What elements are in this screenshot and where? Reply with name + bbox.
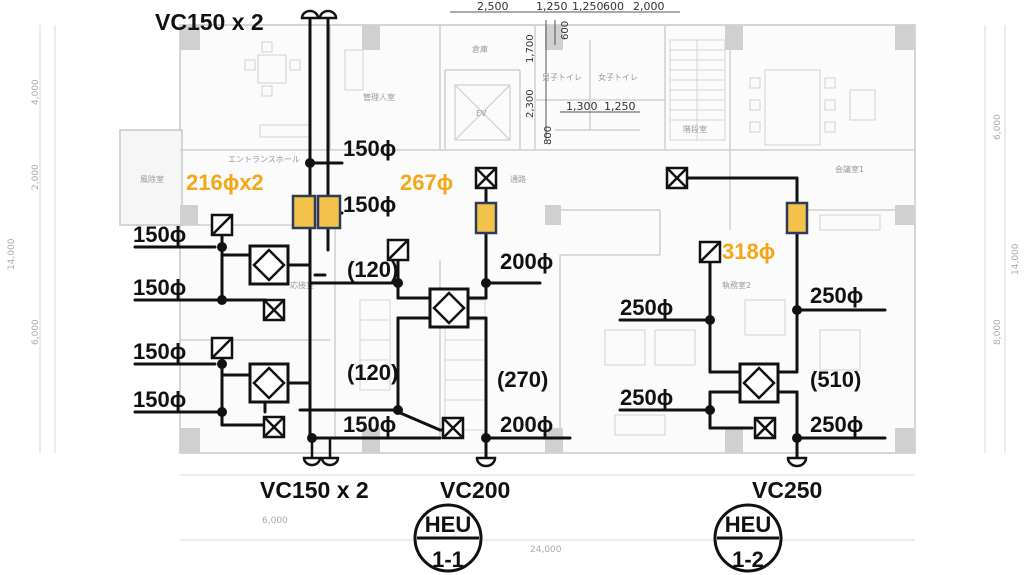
room-corridor: 通路 bbox=[510, 174, 526, 184]
shaft-left-a bbox=[291, 194, 317, 230]
duct-size-labels: 150ϕ 150ϕ 150ϕ 150ϕ 150ϕ 150ϕ (120) (120… bbox=[133, 136, 863, 437]
room-vestibule: 風除室 bbox=[140, 174, 164, 184]
label-150-left-b: 150ϕ bbox=[133, 275, 186, 300]
heu-1-2-bottom: 1-2 bbox=[732, 547, 764, 572]
cap-labels: VC150 x 2 VC150 x 2 VC200 VC250 bbox=[155, 9, 822, 503]
vent-cap-vc200 bbox=[475, 456, 497, 468]
grille-diagonal-3 bbox=[386, 238, 410, 262]
dim-small-2: 1,250 bbox=[604, 100, 636, 113]
dim-v-2: 600 bbox=[560, 21, 571, 40]
label-216x2: 216ϕx2 bbox=[186, 170, 264, 195]
shaft-left-b bbox=[316, 194, 342, 230]
grille-diagonal-4 bbox=[698, 240, 722, 264]
label-120-a: (120) bbox=[347, 257, 398, 282]
label-150-left-d: 150ϕ bbox=[133, 387, 186, 412]
dim-left-2: 2,000 bbox=[31, 164, 41, 190]
vent-cap-bottom-left bbox=[302, 438, 340, 467]
dim-v-1: 1,700 bbox=[525, 34, 536, 63]
plan-dimension-text: 2,500 1,250 1,250 600 2,000 1,700 600 2,… bbox=[7, 0, 1021, 555]
label-510: (510) bbox=[810, 367, 861, 392]
vent-caps bbox=[300, 9, 808, 468]
diagonal-grilles bbox=[210, 213, 722, 360]
room-entrance: エントランスホール bbox=[228, 155, 300, 164]
dim-top-2: 1,250 bbox=[536, 0, 568, 13]
vent-cap-vc250 bbox=[786, 456, 808, 468]
label-270: (270) bbox=[497, 367, 548, 392]
label-200-a: 200ϕ bbox=[500, 249, 553, 274]
label-120-b: (120) bbox=[347, 360, 398, 385]
room-meeting: 会議室1 bbox=[835, 164, 864, 174]
grille-cross-4 bbox=[474, 166, 498, 190]
dim-top-5: 2,000 bbox=[633, 0, 665, 13]
label-200-b: 200ϕ bbox=[500, 412, 553, 437]
vent-cap-top-left bbox=[300, 9, 338, 20]
dim-top-4: 600 bbox=[603, 0, 624, 13]
room-reception: 応接室 bbox=[290, 280, 314, 290]
label-vc250: VC250 bbox=[752, 477, 822, 503]
dim-small-1: 1,300 bbox=[566, 100, 598, 113]
dim-bottom-2: 24,000 bbox=[530, 545, 562, 555]
dim-top-1: 2,500 bbox=[477, 0, 509, 13]
label-250-c: 250ϕ bbox=[810, 283, 863, 308]
room-manager: 管理人室 bbox=[363, 92, 395, 102]
dim-left-3: 6,000 bbox=[31, 319, 41, 345]
furniture bbox=[244, 41, 881, 436]
heu-1-2: HEU 1-2 bbox=[713, 503, 783, 573]
shaft-middle bbox=[474, 201, 498, 235]
room-labels: 倉庫 男子トイレ 女子トイレ 管理人室 EV エントランスホール 風除室 通路 … bbox=[140, 44, 864, 290]
room-storage: 倉庫 bbox=[472, 44, 488, 54]
shaft-right bbox=[785, 201, 809, 235]
shaft-highlights bbox=[291, 194, 809, 235]
elevator bbox=[454, 84, 511, 141]
label-267: 267ϕ bbox=[400, 170, 453, 195]
dim-left-4: 14,000 bbox=[7, 238, 17, 270]
label-vc200: VC200 bbox=[440, 477, 510, 503]
building-columns bbox=[180, 25, 915, 453]
dim-v-3: 2,300 bbox=[525, 89, 536, 118]
grille-cross-1 bbox=[262, 298, 286, 322]
heu-1-1: HEU 1-1 bbox=[413, 503, 483, 573]
dimension-lines bbox=[39, 11, 1006, 541]
room-mens-toilet: 男子トイレ bbox=[542, 73, 582, 82]
label-vc150-top: VC150 x 2 bbox=[155, 9, 264, 35]
heat-exchanger-unit-lower-left bbox=[248, 362, 290, 404]
grille-cross-5 bbox=[665, 166, 689, 190]
dim-right-2: 8,000 bbox=[993, 319, 1003, 345]
grille-diagonal-1 bbox=[210, 213, 234, 237]
dim-bottom-1: 6,000 bbox=[262, 516, 288, 526]
label-150-mid: 150ϕ bbox=[343, 412, 396, 437]
room-stairs: 階段室 bbox=[683, 124, 707, 134]
crossed-grilles bbox=[262, 166, 777, 440]
label-318: 318ϕ bbox=[722, 239, 775, 264]
heu-1-1-top: HEU bbox=[425, 512, 471, 537]
heu-1-2-top: HEU bbox=[725, 512, 771, 537]
label-250-a: 250ϕ bbox=[620, 295, 673, 320]
label-250-d: 250ϕ bbox=[810, 412, 863, 437]
grille-diagonal-2 bbox=[210, 336, 234, 360]
label-250-b: 250ϕ bbox=[620, 385, 673, 410]
grille-cross-6 bbox=[753, 416, 777, 440]
label-150-left-c: 150ϕ bbox=[133, 339, 186, 364]
dim-right-1: 6,000 bbox=[993, 114, 1003, 140]
dim-top-3: 1,250 bbox=[572, 0, 604, 13]
heat-exchanger-unit-upper-left bbox=[248, 244, 290, 286]
room-womens-toilet: 女子トイレ bbox=[598, 72, 638, 82]
label-vc150-bottom: VC150 x 2 bbox=[260, 477, 369, 503]
dim-v-4: 800 bbox=[543, 126, 554, 145]
room-office: 執務室2 bbox=[722, 280, 751, 290]
heat-exchanger-unit-right bbox=[738, 362, 780, 404]
room-elevator: EV bbox=[476, 109, 487, 118]
dim-right-3: 14,000 bbox=[1011, 243, 1021, 275]
heu-1-1-bottom: 1-1 bbox=[432, 547, 464, 572]
grille-cross-2 bbox=[262, 415, 286, 439]
label-150-top-b: 150ϕ bbox=[343, 192, 396, 217]
label-150-left-a: 150ϕ bbox=[133, 222, 186, 247]
label-150-top-a: 150ϕ bbox=[343, 136, 396, 161]
grille-cross-3 bbox=[441, 416, 465, 440]
heat-exchanger-unit-middle bbox=[428, 287, 470, 329]
shaft-size-labels: 216ϕx2 267ϕ 318ϕ bbox=[186, 170, 775, 264]
dim-left-1: 4,000 bbox=[31, 79, 41, 105]
